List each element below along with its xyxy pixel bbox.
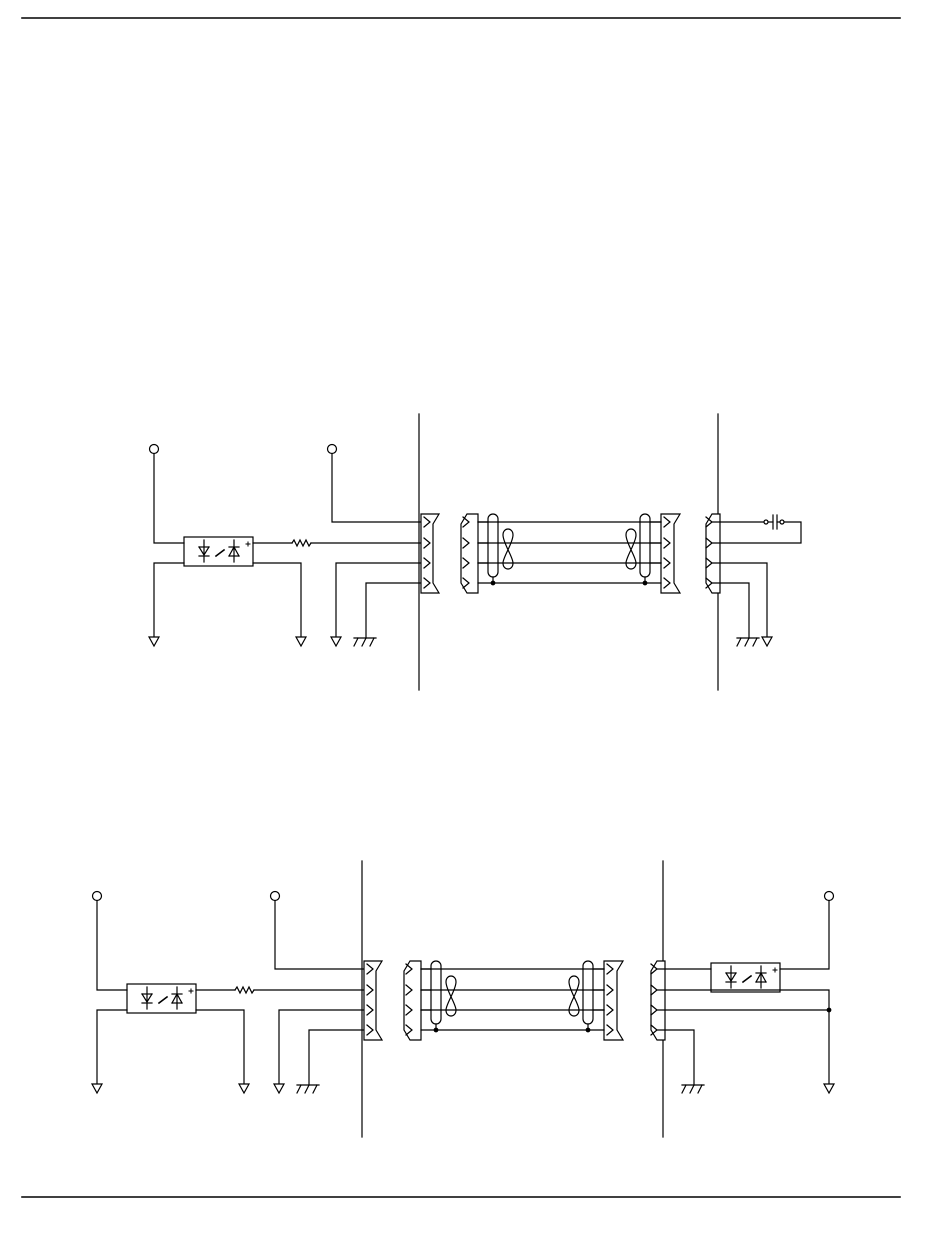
ground-icon <box>331 637 341 646</box>
connector-left-icon <box>421 514 439 593</box>
diagram-bottom <box>92 861 834 1137</box>
cable-connector-right-icon <box>604 961 623 1040</box>
ground-icon <box>274 1084 284 1093</box>
supply-terminal-icon <box>271 892 280 901</box>
diagram-top <box>149 414 801 690</box>
shield-icon <box>640 514 650 577</box>
chassis-ground-icon <box>354 638 376 646</box>
connector-right-icon <box>706 514 720 593</box>
chassis-ground-icon <box>297 1085 319 1093</box>
chassis-ground-icon <box>737 638 759 646</box>
chassis-ground-icon <box>682 1085 704 1093</box>
cable-connector-right-icon <box>661 514 680 593</box>
shield-icon <box>583 961 593 1024</box>
cable-connector-left-icon <box>461 514 478 593</box>
optocoupler-icon <box>184 537 253 566</box>
optocoupler-icon <box>127 984 196 1013</box>
switch-contact-icon <box>764 515 784 529</box>
ground-icon <box>762 637 772 646</box>
ground-icon <box>296 637 306 646</box>
resistor-icon <box>292 540 311 546</box>
connector-left-icon <box>364 961 382 1040</box>
ground-icon <box>92 1084 102 1093</box>
cable-connector-left-icon <box>404 961 421 1040</box>
shield-icon <box>431 961 441 1024</box>
supply-terminal-icon <box>328 445 337 454</box>
supply-terminal-icon <box>150 445 159 454</box>
ground-icon <box>149 637 159 646</box>
ground-icon <box>824 1084 834 1093</box>
ground-icon <box>239 1084 249 1093</box>
shield-icon <box>488 514 498 577</box>
resistor-icon <box>235 987 254 993</box>
supply-terminal-icon <box>825 892 834 901</box>
connector-right-icon <box>651 961 665 1040</box>
optocoupler-icon <box>711 963 780 992</box>
supply-terminal-icon <box>93 892 102 901</box>
